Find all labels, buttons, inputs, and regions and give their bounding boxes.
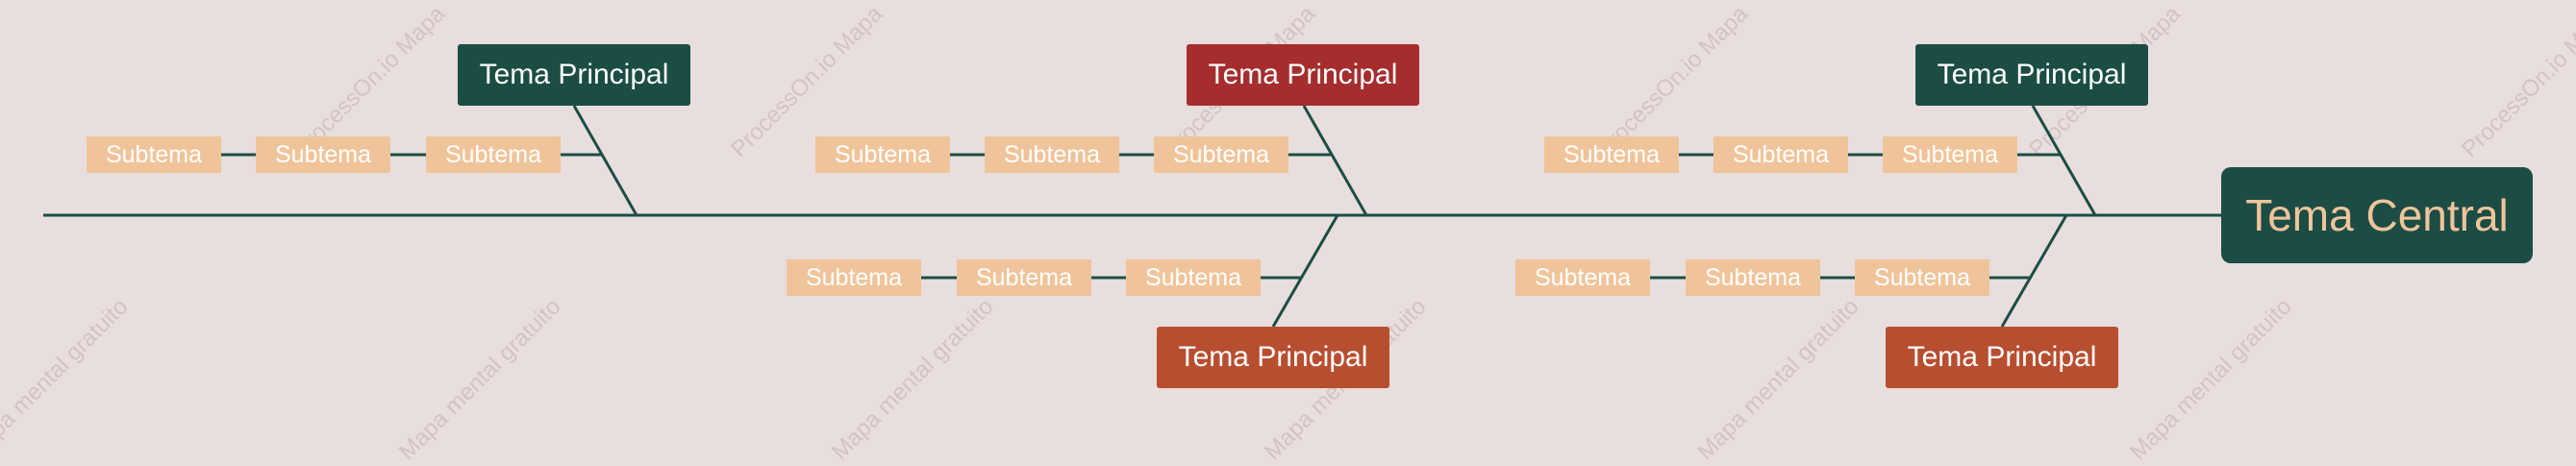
branch-line: [2031, 105, 2097, 216]
branch-line: [1271, 214, 1339, 328]
subtopic[interactable]: Subtema: [1883, 136, 2017, 173]
subtopic[interactable]: Subtema: [1855, 259, 1989, 296]
subtopic[interactable]: Subtema: [815, 136, 950, 173]
branch-line: [2000, 214, 2068, 328]
subtopic[interactable]: Subtema: [957, 259, 1091, 296]
main-topic-5[interactable]: Tema Principal: [1886, 327, 2118, 388]
subtopic[interactable]: Subtema: [426, 136, 561, 173]
subtopic[interactable]: Subtema: [1126, 259, 1261, 296]
main-topic-4[interactable]: Tema Principal: [1157, 327, 1389, 388]
subtopic[interactable]: Subtema: [1713, 136, 1848, 173]
subtopic[interactable]: Subtema: [1686, 259, 1820, 296]
subtopic[interactable]: Subtema: [87, 136, 221, 173]
connector-lines: [43, 105, 2223, 328]
main-topic-2[interactable]: Tema Principal: [1187, 44, 1419, 106]
subtopic[interactable]: Subtema: [787, 259, 921, 296]
subtopic[interactable]: Subtema: [985, 136, 1119, 173]
main-topic-3[interactable]: Tema Principal: [1915, 44, 2148, 106]
subtopic[interactable]: Subtema: [256, 136, 390, 173]
central-topic[interactable]: Tema Central: [2221, 167, 2533, 263]
subtopic[interactable]: Subtema: [1544, 136, 1679, 173]
branch-line: [1302, 105, 1368, 216]
main-topic-1[interactable]: Tema Principal: [458, 44, 690, 106]
branch-line: [572, 105, 638, 216]
subtopic[interactable]: Subtema: [1154, 136, 1288, 173]
subtopic[interactable]: Subtema: [1515, 259, 1650, 296]
